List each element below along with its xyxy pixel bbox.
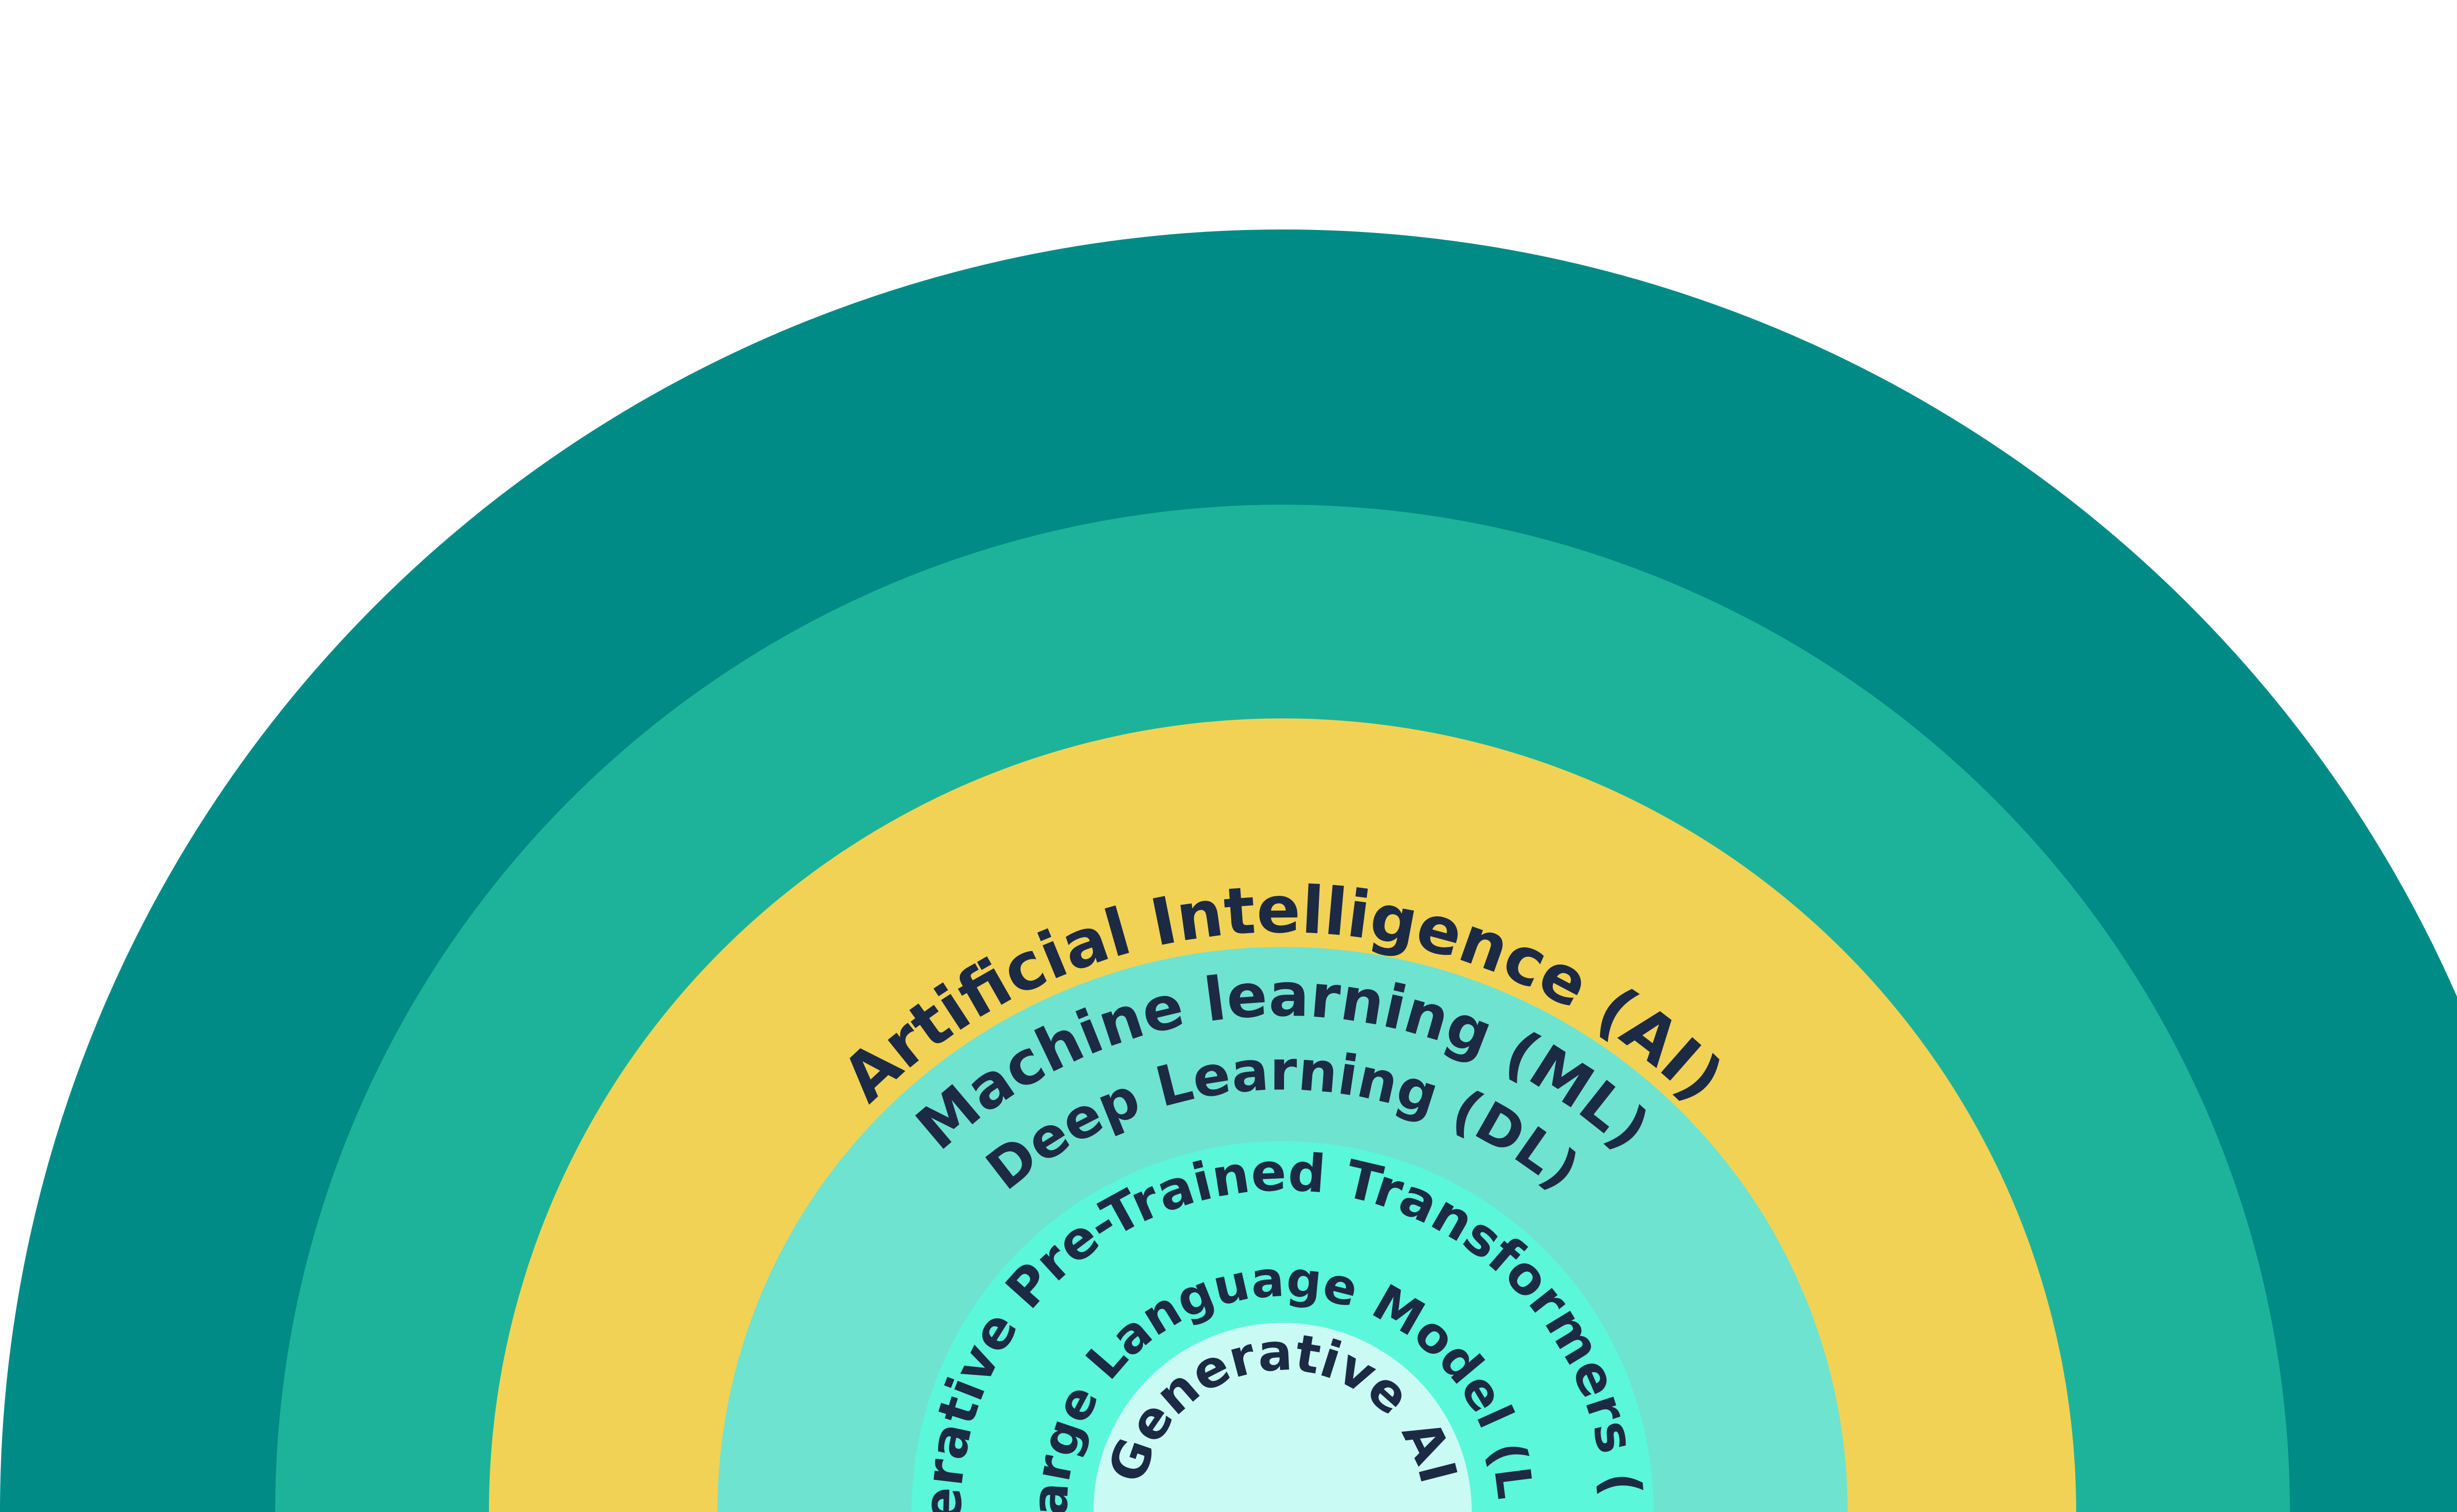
rings-group xyxy=(0,229,2457,1512)
ring-gen xyxy=(1093,1323,1472,1512)
